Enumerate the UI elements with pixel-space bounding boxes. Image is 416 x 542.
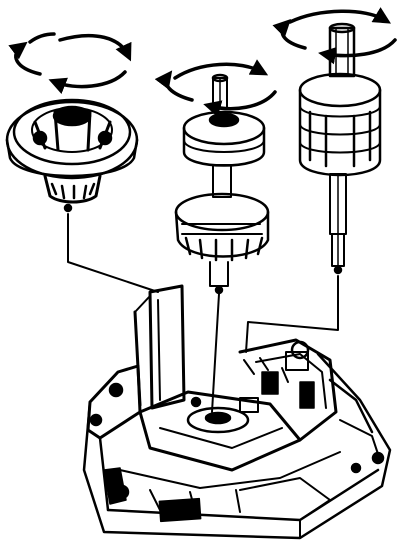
leader-line-left: [67, 213, 159, 293]
transmission-case: [82, 284, 392, 540]
leader-line-middle: [211, 293, 220, 413]
rotation-arrows-left: [8, 32, 132, 95]
leader-line-right: [245, 275, 339, 353]
planetary-carrier-assembly: [5, 98, 139, 213]
sun-gear-shaft-assembly: [298, 22, 382, 275]
rotation-arrows-right: [272, 7, 397, 65]
gear-and-shaft-assembly: [174, 73, 270, 295]
